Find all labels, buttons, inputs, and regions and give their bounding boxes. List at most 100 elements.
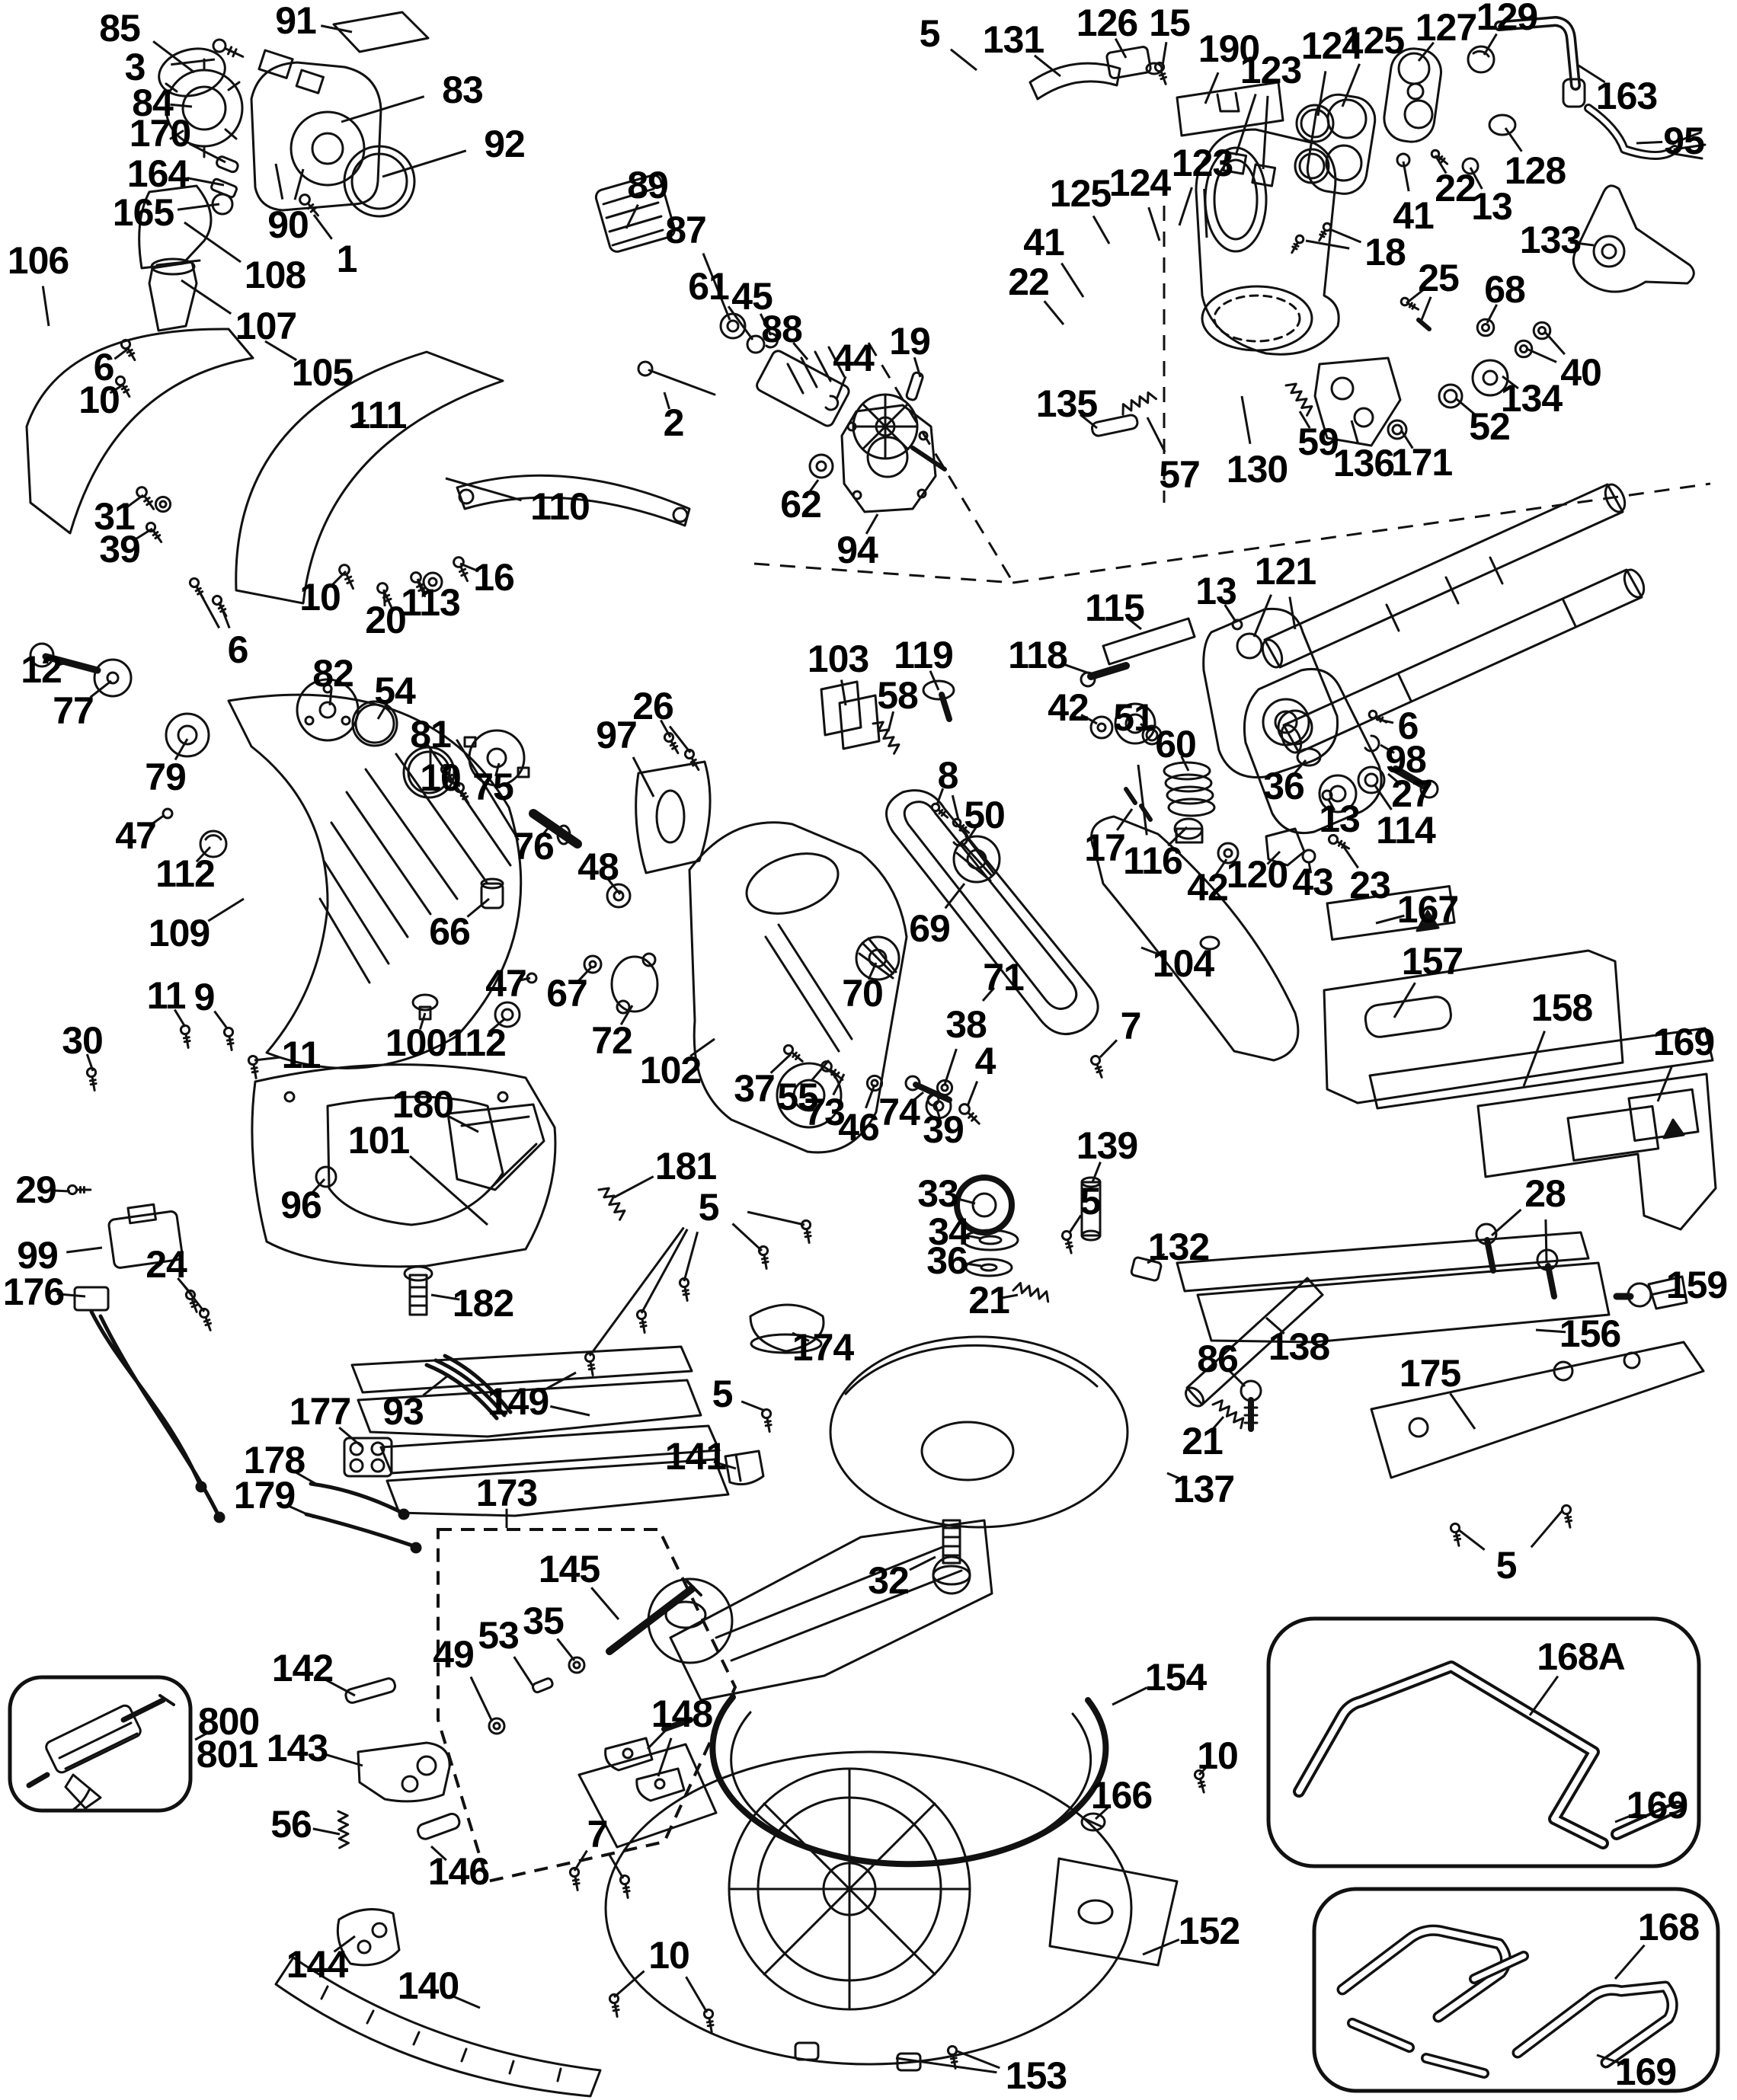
leader-line-50 [969,826,977,839]
part-label-175: 175 [1399,1352,1461,1395]
leader-line-100 [420,1013,425,1029]
construction-dashed-line [1013,484,1710,583]
part-label-24: 24 [146,1243,187,1286]
part-label-56: 56 [270,1803,312,1846]
part-label-164: 164 [126,152,189,195]
leader-line-140 [452,1996,480,2008]
part-label-136: 136 [1332,442,1395,484]
part-label-42: 42 [1048,686,1089,729]
leader-line-69 [945,884,964,908]
leader-line-127 [1419,43,1434,61]
part-label-104: 104 [1152,942,1214,985]
leader-line-22 [1044,301,1064,324]
leader-line-123 [1263,96,1268,169]
part-label-131: 131 [982,18,1044,61]
part-label-165: 165 [112,191,174,234]
part-label-100: 100 [385,1021,447,1064]
leader-line-164 [187,178,224,185]
part-label-168: 168 [1637,1906,1700,1948]
part-label-73: 73 [804,1091,846,1133]
detent-detail-drawing [489,1581,701,1801]
leader-line-109 [208,899,244,921]
leader-line-68 [1487,305,1497,323]
part-label-148: 148 [651,1692,713,1735]
part-label-89: 89 [627,164,669,206]
part-label-112: 112 [446,1021,507,1064]
leader-line-42 [1081,714,1097,724]
part-label-124: 124 [1300,24,1363,67]
part-label-86: 86 [1197,1338,1239,1380]
leader-line-125 [1342,64,1360,107]
leader-line-149 [550,1406,590,1415]
part-label-39: 39 [99,528,141,571]
leader-line-5 [641,1229,687,1313]
leader-line-40 [1545,332,1565,354]
leader-line-41 [1061,264,1083,297]
leader-line-36 [1294,760,1306,775]
leader-line-47 [149,815,165,826]
leader-line-179 [286,1505,314,1517]
part-label-11: 11 [146,974,187,1017]
inset-box-800-801 [10,1677,190,1811]
leader-line-79 [175,739,187,760]
part-label-26: 26 [632,685,674,727]
part-label-114: 114 [1376,809,1436,852]
part-label-60: 60 [1155,723,1197,766]
part-label-25: 25 [1418,257,1460,299]
leader-line-85 [153,41,194,72]
leader-line-141 [714,1462,736,1469]
leader-line-180 [448,1116,478,1132]
part-label-135: 135 [1035,382,1098,425]
leader-line-66 [467,899,489,917]
part-label-10: 10 [648,1934,690,1977]
part-label-33: 33 [917,1172,959,1215]
part-label-98: 98 [1385,738,1427,781]
leader-line-3 [171,59,215,65]
part-label-95: 95 [1663,120,1705,162]
leader-line-58 [888,711,894,731]
inset-box-168 [1314,1889,1718,2091]
part-label-110: 110 [530,485,590,528]
part-label-9: 9 [194,976,216,1018]
part-label-42: 42 [1187,866,1229,909]
leader-line-178 [294,1472,318,1485]
part-label-112: 112 [155,852,216,895]
part-label-158: 158 [1531,986,1593,1029]
part-label-5: 5 [712,1373,734,1415]
part-label-46: 46 [838,1106,880,1149]
leader-line-1 [314,215,332,239]
leader-line-170 [190,144,226,162]
leader-line-130 [1242,396,1250,444]
leader-line-123 [1236,94,1256,155]
leader-line-104 [1141,948,1164,957]
leader-line-77 [91,681,112,697]
leader-line-32 [910,1557,936,1570]
part-label-179: 179 [233,1474,296,1517]
leader-line-9 [215,1011,228,1028]
upper-arm-belt-drawing [636,681,1298,1152]
leader-line-154 [1112,1688,1147,1705]
part-label-68: 68 [1484,268,1526,311]
leader-line-31 [127,495,143,507]
leader-line-10 [686,1977,708,2012]
part-label-157: 157 [1401,940,1463,983]
leader-line-33 [955,1198,975,1203]
part-label-141: 141 [664,1435,727,1478]
leader-line-121 [1254,595,1272,637]
part-label-152: 152 [1178,1910,1240,1952]
part-label-6: 6 [1397,705,1419,747]
leader-line-177 [339,1427,363,1447]
leader-line-167 [1376,916,1404,923]
leader-line-133 [1570,242,1594,245]
part-label-21: 21 [1182,1420,1224,1462]
part-label-103: 103 [807,638,869,680]
part-label-102: 102 [639,1049,702,1092]
leader-line-20 [384,590,385,606]
leader-line-28 [1546,1219,1547,1261]
part-label-30: 30 [62,1019,104,1062]
leader-line-23 [1344,847,1358,868]
part-label-13: 13 [1471,185,1513,228]
part-label-120: 120 [1226,853,1288,896]
part-label-139: 139 [1076,1124,1138,1167]
leader-line-10 [110,385,123,393]
